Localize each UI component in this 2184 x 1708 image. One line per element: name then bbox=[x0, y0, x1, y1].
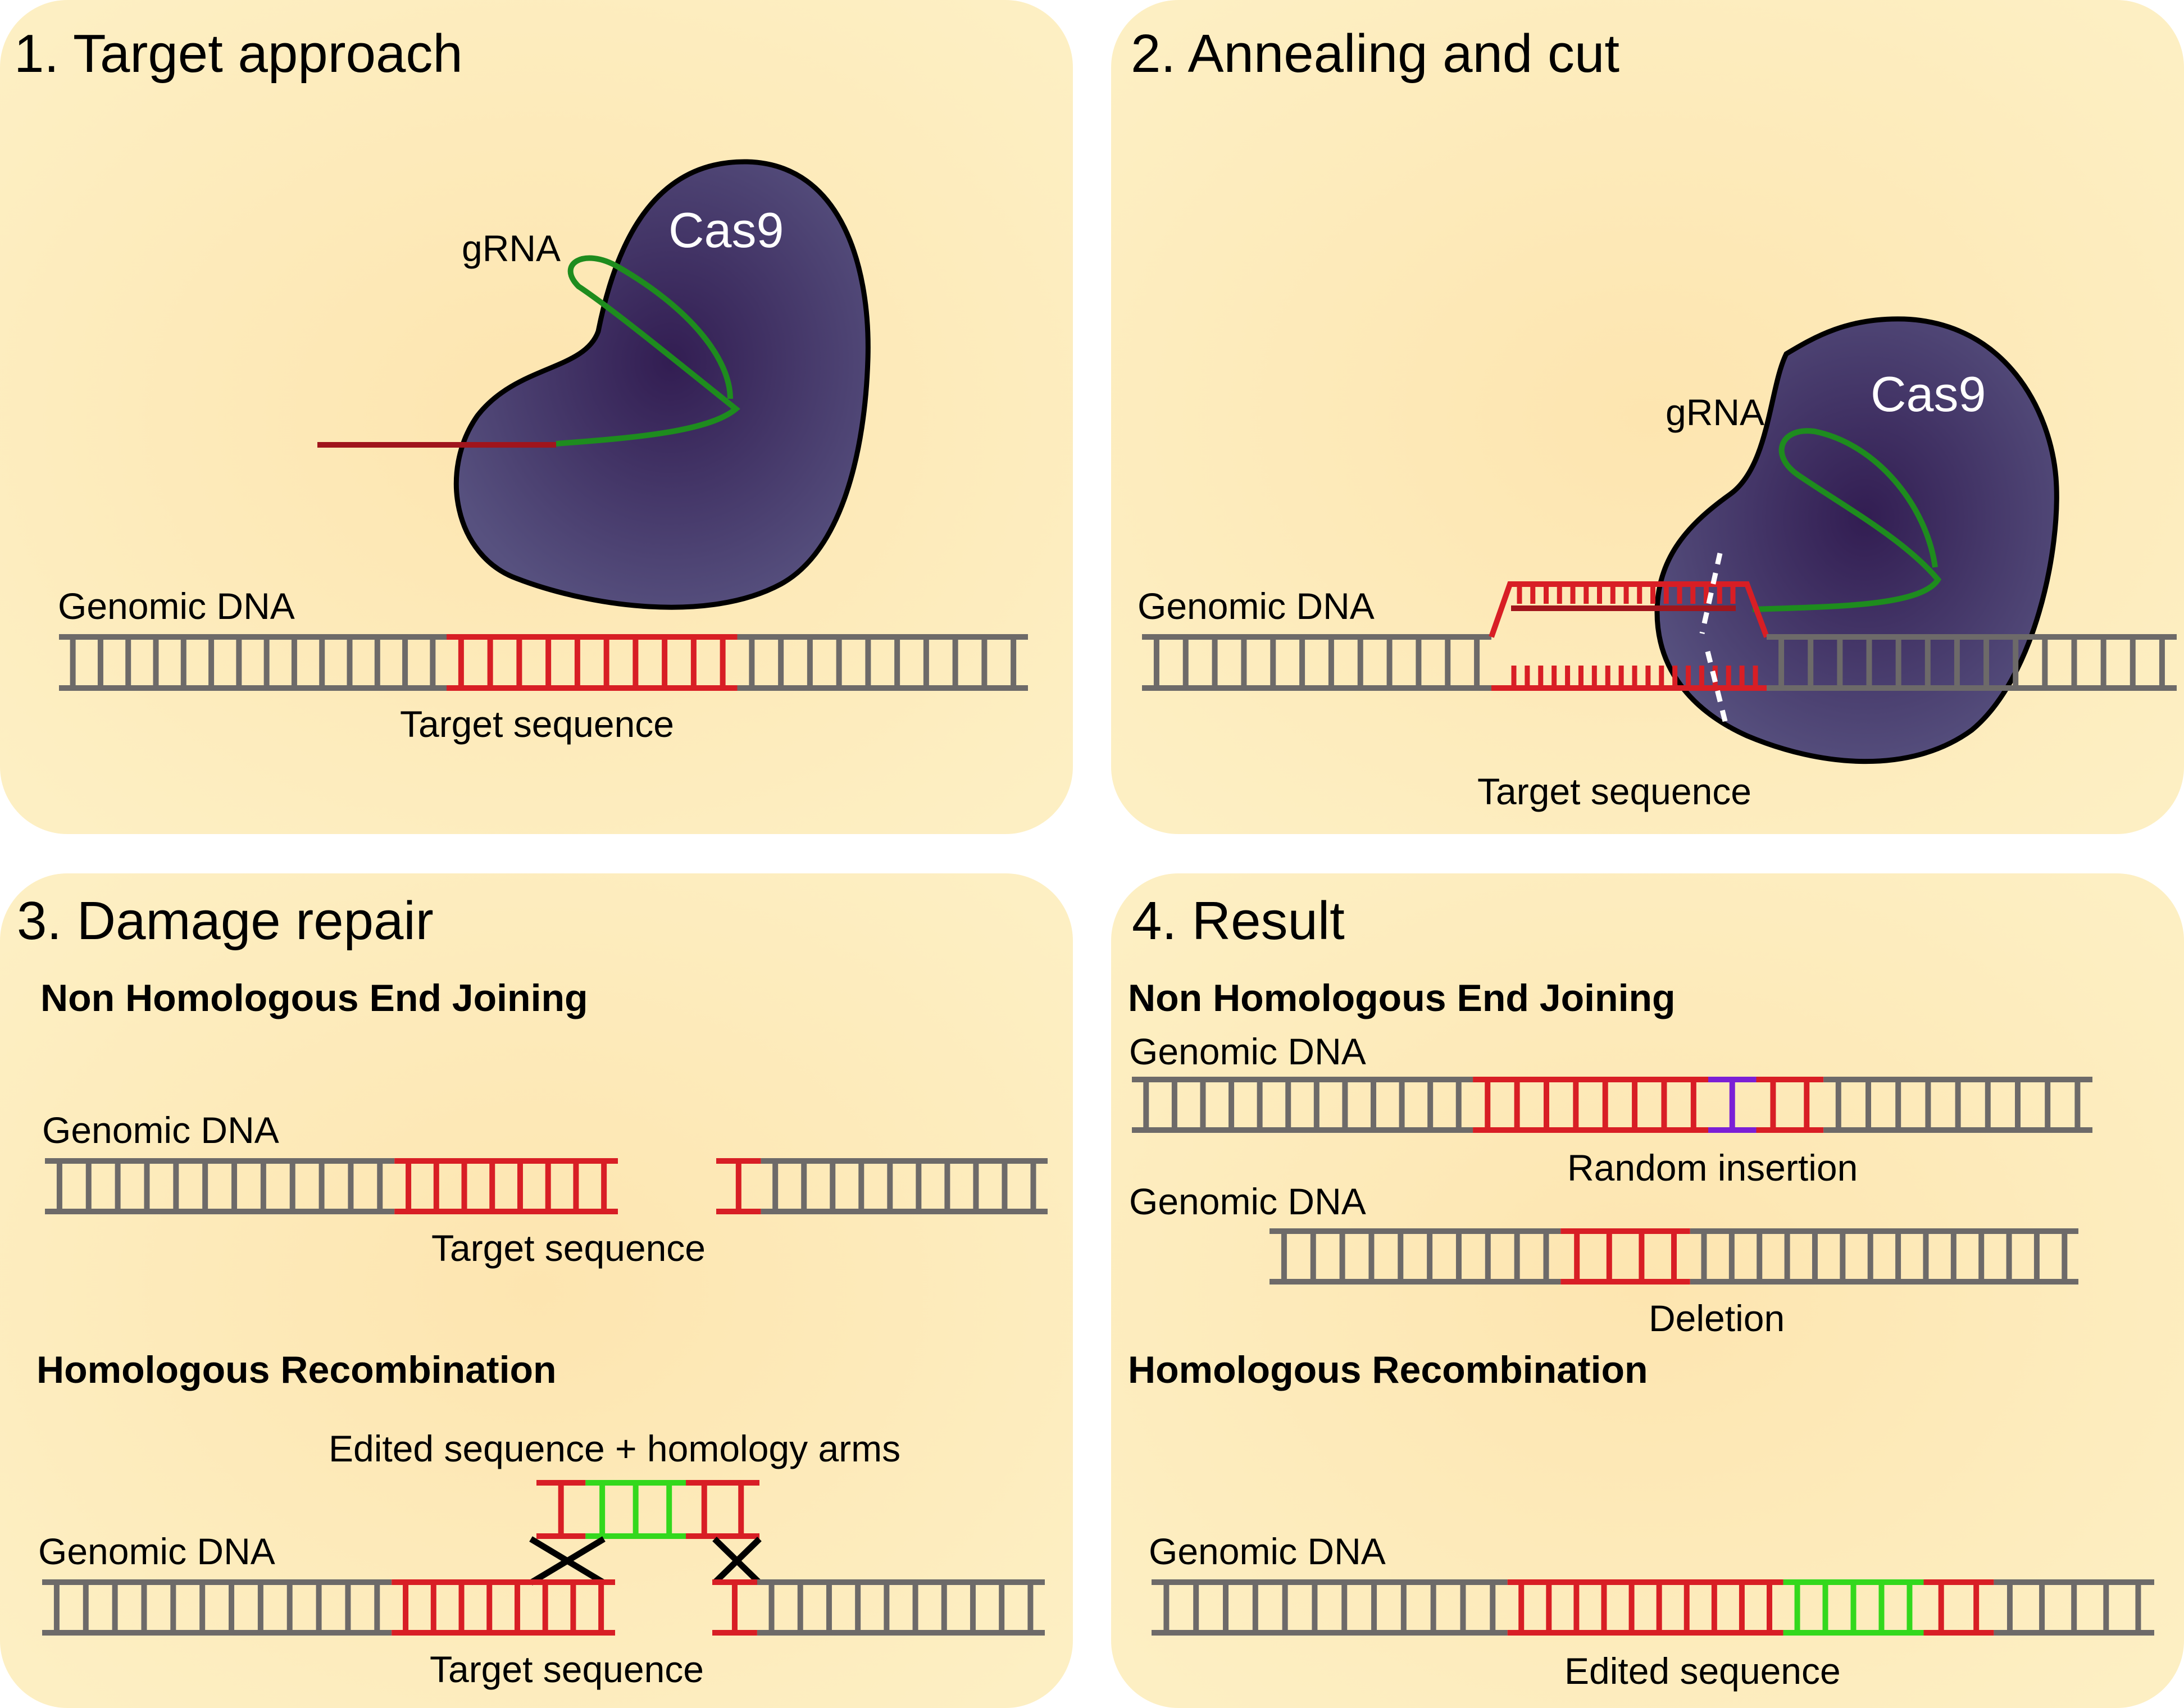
genomic-dna-label-4c: Genomic DNA bbox=[1149, 1531, 1386, 1572]
deletion-label-4: Deletion bbox=[1649, 1297, 1785, 1339]
target-sequence-label-3a: Target sequence bbox=[431, 1227, 706, 1269]
target-sequence-label-2: Target sequence bbox=[1477, 771, 1751, 812]
edited-sequence-label-4: Edited sequence bbox=[1564, 1650, 1841, 1692]
panel-4-title: 4. Result bbox=[1132, 891, 1345, 951]
donor-label-3: Edited sequence + homology arms bbox=[329, 1428, 900, 1469]
target-sequence-label-3b: Target sequence bbox=[430, 1648, 704, 1690]
grna-strand-1 bbox=[556, 255, 740, 447]
insertion-dna-4 bbox=[1132, 1077, 2092, 1133]
crossover-left-3 bbox=[529, 1536, 606, 1586]
grna-label-2: gRNA bbox=[1666, 391, 1764, 433]
target-strand-upper-rungs-2 bbox=[1517, 584, 1736, 604]
deletion-dna-4 bbox=[1270, 1228, 2078, 1285]
nhej-heading-3: Non Homologous End Joining bbox=[40, 977, 588, 1019]
cut-line-lower bbox=[1705, 650, 1730, 731]
nhej-heading-4: Non Homologous End Joining bbox=[1128, 977, 1676, 1019]
crossover-right-3 bbox=[712, 1537, 762, 1585]
random-insertion-label-4: Random insertion bbox=[1567, 1147, 1858, 1188]
panel-1-title: 1. Target approach bbox=[14, 24, 463, 84]
cas9-protein-1 bbox=[453, 159, 871, 610]
genomic-dna-1 bbox=[59, 634, 1028, 691]
hr-dna-right-3 bbox=[712, 1579, 1045, 1636]
cas9-label-2: Cas9 bbox=[1871, 366, 1986, 422]
edited-dna-4 bbox=[1152, 1579, 2154, 1636]
target-sequence-label-1: Target sequence bbox=[400, 703, 674, 745]
panel-3-background bbox=[0, 873, 1073, 1708]
donor-dna-3 bbox=[536, 1480, 759, 1539]
genomic-dna-label-1: Genomic DNA bbox=[58, 585, 295, 627]
hr-heading-3: Homologous Recombination bbox=[37, 1349, 557, 1391]
panel-2-title: 2. Annealing and cut bbox=[1131, 24, 1619, 84]
nhej-dna-left-3 bbox=[45, 1158, 618, 1214]
target-strand-upper-end-2 bbox=[1736, 581, 1769, 638]
target-strand-upper-2 bbox=[1489, 581, 1736, 638]
cut-line-upper bbox=[1699, 553, 1723, 634]
genomic-dna-label-3a: Genomic DNA bbox=[42, 1109, 279, 1151]
genomic-dna-2-right bbox=[1767, 634, 2177, 691]
cas9-label-1: Cas9 bbox=[668, 202, 784, 258]
grna-label-1: gRNA bbox=[462, 227, 561, 269]
grna-strand-2 bbox=[1752, 428, 1942, 612]
hr-heading-4: Homologous Recombination bbox=[1128, 1349, 1648, 1391]
genomic-dna-label-2: Genomic DNA bbox=[1138, 585, 1375, 627]
panel-3-title: 3. Damage repair bbox=[17, 891, 434, 951]
hr-dna-left-3 bbox=[42, 1579, 615, 1636]
nhej-dna-right-3 bbox=[716, 1158, 1048, 1214]
genomic-dna-label-4b: Genomic DNA bbox=[1129, 1181, 1366, 1222]
genomic-dna-label-4a: Genomic DNA bbox=[1129, 1031, 1366, 1072]
genomic-dna-2-left bbox=[1142, 634, 1491, 691]
genomic-dna-label-3b: Genomic DNA bbox=[38, 1531, 275, 1572]
target-strand-lower-rungs-2 bbox=[1511, 666, 1758, 688]
